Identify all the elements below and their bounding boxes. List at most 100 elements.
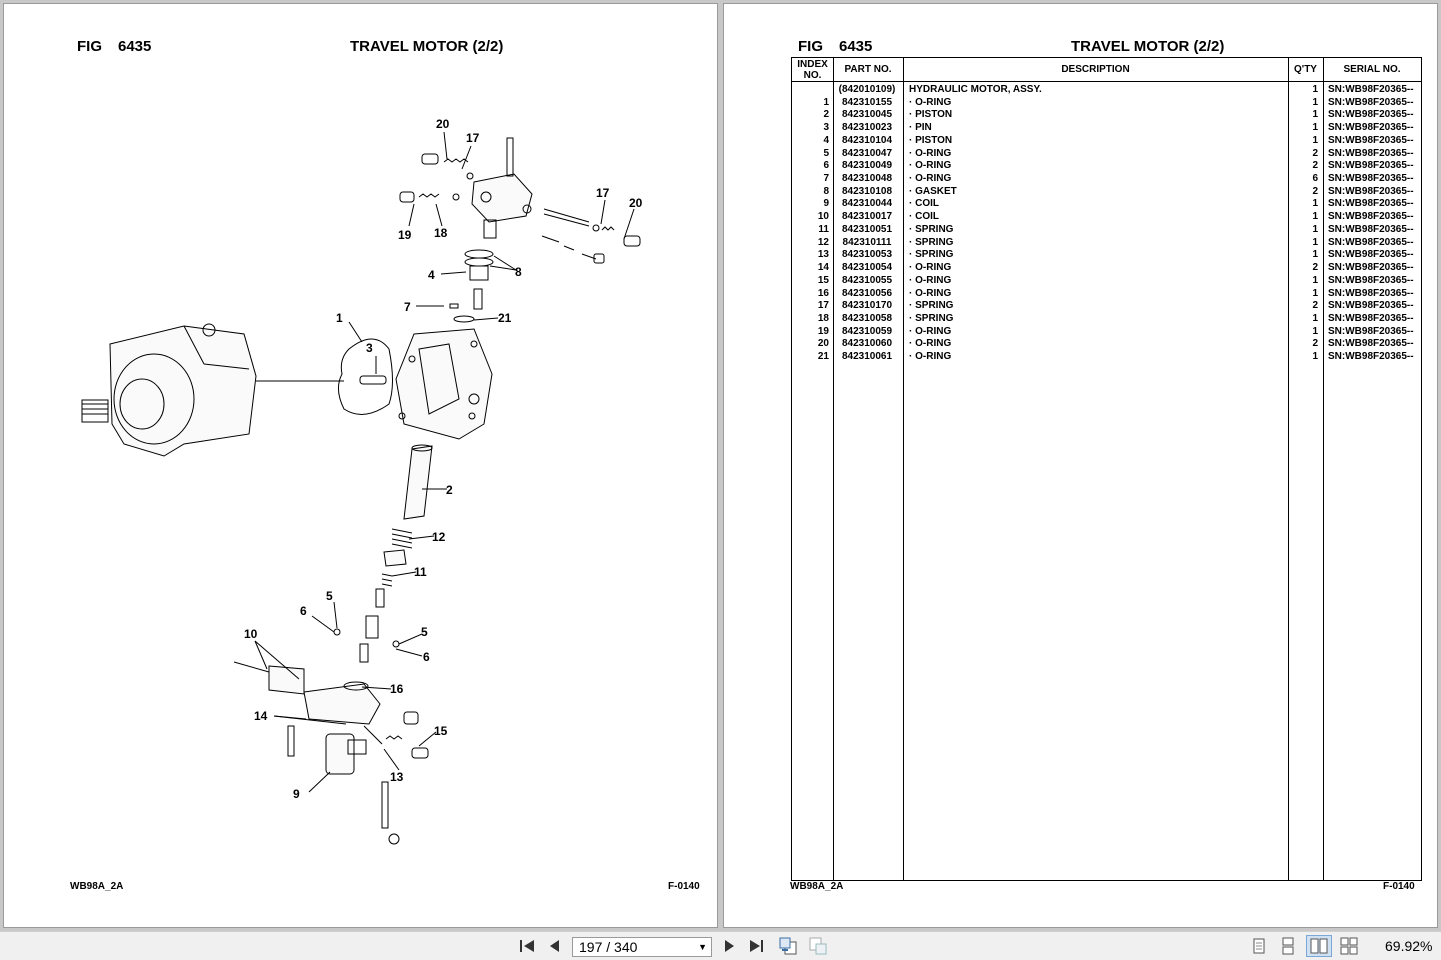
history-back-icon[interactable] <box>777 935 799 957</box>
callout-labels: 20 17 17 20 19 18 4 8 7 21 1 3 2 12 11 5… <box>244 117 643 801</box>
cell-index: 15 <box>817 274 829 286</box>
cell-index: 18 <box>817 312 829 324</box>
callout-9: 9 <box>293 787 300 801</box>
cell-qty: 1 <box>1312 109 1318 121</box>
gasket-outline <box>338 338 393 415</box>
valve-block-bottom <box>233 628 429 845</box>
cell-qty: 1 <box>1312 236 1318 248</box>
header-serial-no: SERIAL NO. <box>1323 58 1421 82</box>
single-page-view-icon[interactable] <box>1248 935 1270 957</box>
cell-qty: 1 <box>1312 134 1318 146</box>
footer-model: WB98A_2A <box>70 881 124 892</box>
callout-1: 1 <box>336 311 343 325</box>
cell-serial-no: SN:WB98F20365-- <box>1328 274 1414 286</box>
callout-12: 12 <box>432 530 446 544</box>
callout-20: 20 <box>436 117 450 131</box>
fig-label: FIG <box>798 38 823 55</box>
cell-qty: 1 <box>1312 198 1318 210</box>
continuous-view-icon[interactable] <box>1277 935 1299 957</box>
footer-page-code: F-0140 <box>668 881 700 892</box>
page-number-input[interactable]: 197 / 340 ▼ <box>572 937 712 957</box>
history-forward-icon[interactable] <box>807 935 829 957</box>
cell-part-no: 842310170 <box>841 300 893 312</box>
first-page-icon[interactable] <box>516 935 538 957</box>
cell-qty: 1 <box>1312 84 1318 95</box>
cell-qty: 1 <box>1312 351 1318 363</box>
cell-description: HYDRAULIC MOTOR, ASSY. <box>909 84 1042 95</box>
two-page-view-icon[interactable] <box>1306 935 1332 957</box>
cell-part-no: 842310044 <box>841 198 893 210</box>
regulator-top <box>399 137 641 323</box>
cell-serial-no: SN:WB98F20365-- <box>1328 173 1414 185</box>
left-page: FIG 6435 TRAVEL MOTOR (2/2) <box>3 3 718 928</box>
cell-serial-no: SN:WB98F20365-- <box>1328 262 1414 274</box>
callout-21: 21 <box>498 311 512 325</box>
chevron-down-icon[interactable]: ▼ <box>698 942 707 952</box>
cell-description: · SPRING <box>909 249 954 261</box>
page-title: TRAVEL MOTOR (2/2) <box>1071 38 1225 55</box>
cell-index: 21 <box>817 351 829 363</box>
cell-part-no: 842310108 <box>841 185 893 197</box>
cell-serial-no: SN:WB98F20365-- <box>1328 160 1414 172</box>
cell-part-no: 842310017 <box>841 211 893 223</box>
page-number-value: 197 / 340 <box>579 939 638 955</box>
footer-model: WB98A_2A <box>790 881 844 892</box>
callout-5: 5 <box>326 589 333 603</box>
prev-page-icon[interactable] <box>544 935 566 957</box>
callout-13: 13 <box>390 770 404 784</box>
cell-description: · PISTON <box>909 134 953 146</box>
callout-15: 15 <box>434 724 448 738</box>
header-index-no: INDEX NO. <box>792 58 833 82</box>
cell-qty: 1 <box>1312 325 1318 337</box>
zoom-level[interactable]: 69.92% <box>1385 938 1433 954</box>
cell-part-no: 842310051 <box>841 223 893 235</box>
cover-plate <box>395 328 493 440</box>
cell-description: · O-RING <box>909 325 952 337</box>
page-title: TRAVEL MOTOR (2/2) <box>350 38 504 55</box>
cell-index: 4 <box>823 134 829 146</box>
cell-serial-no: SN:WB98F20365-- <box>1328 185 1414 197</box>
cell-index: 5 <box>823 147 829 159</box>
two-page-continuous-view-icon[interactable] <box>1338 935 1360 957</box>
callout-5: 5 <box>421 625 428 639</box>
column-divider <box>903 58 904 880</box>
cell-index: 16 <box>817 287 829 299</box>
callout-6: 6 <box>300 604 307 618</box>
column-divider <box>1288 58 1289 880</box>
last-page-icon[interactable] <box>746 935 768 957</box>
next-page-icon[interactable] <box>718 935 740 957</box>
cell-qty: 1 <box>1312 312 1318 324</box>
cell-index: 9 <box>823 198 829 210</box>
cell-index: 7 <box>823 173 829 185</box>
cell-part-no: 842310023 <box>841 122 893 134</box>
parts-table: INDEX NO. PART NO. DESCRIPTION Q'TY SERI… <box>791 57 1422 881</box>
exploded-parts-diagram: 20 17 17 20 19 18 4 8 7 21 1 3 2 12 11 5… <box>81 117 643 845</box>
cell-part-no: 842310056 <box>841 287 893 299</box>
callout-20: 20 <box>629 196 643 210</box>
footer-page-code: F-0140 <box>1383 881 1415 892</box>
cell-qty: 1 <box>1312 287 1318 299</box>
cell-serial-no: SN:WB98F20365-- <box>1328 351 1414 363</box>
callout-17: 17 <box>466 131 480 145</box>
cell-part-no: (842010109) <box>838 84 896 95</box>
cell-description: · COIL <box>909 211 939 223</box>
cell-part-no: 842310053 <box>841 249 893 261</box>
cell-qty: 1 <box>1312 274 1318 286</box>
cell-index: 12 <box>817 236 829 248</box>
cell-serial-no: SN:WB98F20365-- <box>1328 249 1414 261</box>
column-divider <box>1323 58 1324 880</box>
leader-lines <box>254 131 635 793</box>
cell-serial-no: SN:WB98F20365-- <box>1328 96 1414 108</box>
cell-serial-no: SN:WB98F20365-- <box>1328 109 1414 121</box>
cell-part-no: 842310054 <box>841 262 893 274</box>
cell-index: 13 <box>817 249 829 261</box>
cell-index: 17 <box>817 300 829 312</box>
